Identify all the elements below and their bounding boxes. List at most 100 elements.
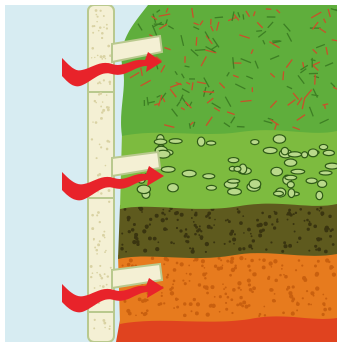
- granule: [259, 223, 263, 227]
- granule: [210, 285, 214, 289]
- granule: [249, 288, 253, 292]
- granule: [281, 250, 284, 253]
- granule: [328, 307, 331, 310]
- granule: [268, 215, 271, 218]
- granule: [213, 224, 215, 226]
- granule: [201, 265, 204, 268]
- granule: [262, 265, 266, 269]
- wood-chip: [288, 189, 295, 198]
- granule: [317, 260, 320, 263]
- granule: [276, 219, 278, 221]
- granule: [205, 242, 209, 246]
- granule: [249, 269, 252, 272]
- pipe-perforation: [106, 106, 109, 109]
- granule: [199, 225, 201, 227]
- fiber-strand: [195, 50, 205, 51]
- granule: [252, 239, 255, 242]
- granule: [121, 233, 123, 235]
- pipe-perforation: [99, 265, 101, 267]
- granule: [191, 217, 193, 219]
- pipe-perforation: [91, 227, 94, 230]
- granule: [220, 259, 222, 261]
- wood-chip: [197, 137, 204, 146]
- wood-chip: [137, 185, 150, 194]
- pipe-perforation: [96, 272, 98, 274]
- granule: [177, 219, 179, 221]
- granule: [196, 302, 200, 306]
- pipe-perforation: [91, 214, 94, 217]
- granule: [297, 241, 299, 243]
- pipe-perforation: [108, 189, 111, 192]
- granule: [121, 244, 123, 246]
- granule: [328, 261, 330, 263]
- fiber-strand: [215, 17, 223, 18]
- wood-chip: [251, 140, 259, 145]
- granule: [183, 302, 186, 305]
- pipe-perforation: [97, 16, 99, 18]
- pipe-perforation: [91, 47, 94, 50]
- pipe-perforation: [104, 237, 106, 239]
- granule: [214, 219, 216, 221]
- pipe-perforation: [106, 24, 108, 26]
- wood-chip: [285, 175, 297, 180]
- granule: [271, 223, 273, 225]
- granule: [133, 223, 136, 226]
- granule: [238, 247, 242, 251]
- granule: [173, 242, 175, 244]
- granule: [193, 298, 196, 301]
- granule: [313, 224, 317, 228]
- pipe-perforation: [101, 32, 104, 35]
- granule: [161, 292, 163, 294]
- granule: [258, 233, 262, 237]
- pipe-perforation: [90, 265, 93, 268]
- granule: [287, 211, 291, 215]
- granule: [219, 295, 222, 298]
- granule: [314, 265, 317, 268]
- pipe-perforation: [104, 327, 106, 329]
- granule: [252, 286, 256, 290]
- pipe-perforation: [107, 45, 110, 48]
- granule: [148, 236, 152, 240]
- granule: [185, 240, 188, 243]
- fiber-strand: [283, 71, 284, 80]
- granule: [132, 240, 136, 244]
- pipe-perforation: [96, 157, 98, 159]
- granule: [322, 313, 325, 316]
- granule: [270, 288, 273, 291]
- granule: [273, 226, 276, 229]
- granule: [274, 293, 276, 295]
- granule: [325, 298, 327, 300]
- granule: [309, 221, 311, 223]
- granule: [200, 235, 204, 239]
- granule: [304, 220, 306, 222]
- granule: [191, 310, 193, 312]
- granule: [268, 276, 271, 279]
- wood-chip: [284, 159, 296, 166]
- granule: [264, 222, 268, 226]
- pipe-perforation: [103, 15, 105, 17]
- pipe-perforation: [105, 165, 107, 167]
- granule: [293, 223, 295, 225]
- granule: [324, 228, 328, 232]
- wood-chip: [206, 141, 215, 145]
- granule: [332, 243, 335, 246]
- granule: [184, 282, 187, 285]
- granule: [242, 247, 245, 250]
- granule: [163, 302, 165, 304]
- granule: [263, 306, 265, 308]
- granule: [295, 212, 297, 214]
- granule: [198, 283, 201, 286]
- granule: [225, 286, 227, 288]
- granule: [274, 279, 278, 283]
- granule: [213, 241, 215, 243]
- granule: [153, 237, 157, 241]
- granule: [259, 229, 263, 233]
- pipe-perforation: [103, 322, 106, 325]
- granule: [239, 302, 243, 306]
- granule: [291, 299, 294, 302]
- pipe-perforation: [106, 94, 107, 95]
- wood-chip: [319, 144, 327, 149]
- granule: [194, 224, 197, 227]
- granule: [170, 291, 174, 295]
- pipe-perforation: [95, 102, 97, 104]
